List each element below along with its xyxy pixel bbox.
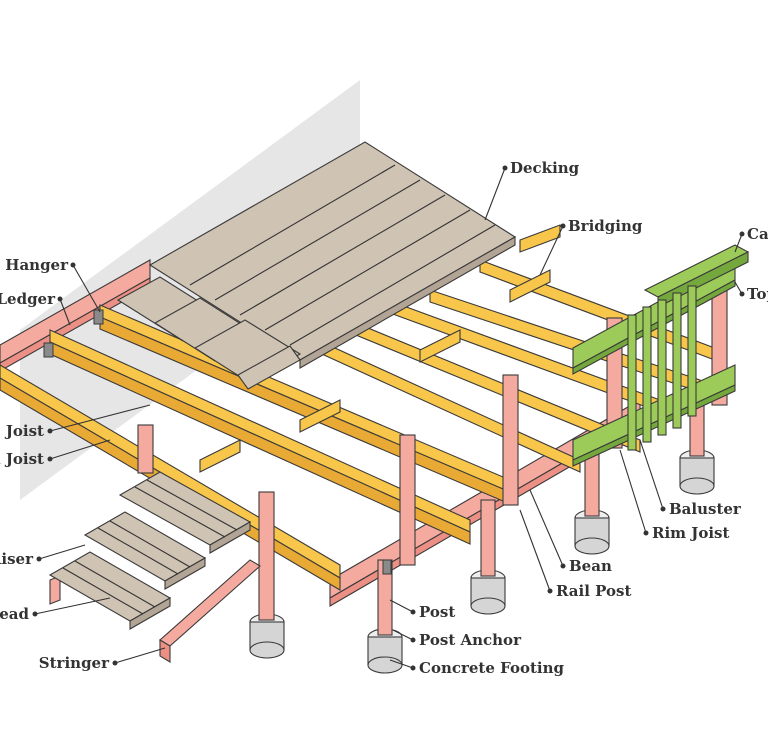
leader-lines bbox=[34, 167, 743, 669]
stairs bbox=[48, 471, 261, 663]
post-1 bbox=[249, 491, 285, 659]
baluster-3 bbox=[657, 299, 667, 436]
baluster-1 bbox=[627, 314, 637, 451]
label-bridging: Bridging bbox=[568, 217, 643, 235]
label-concrete-footing: Concrete Footing bbox=[419, 659, 564, 677]
label-tread: Tread bbox=[0, 605, 30, 623]
railing bbox=[572, 244, 750, 467]
label-post: Post bbox=[419, 603, 455, 621]
rail-post-1 bbox=[137, 424, 154, 474]
label-post-anchor: Post Anchor bbox=[419, 631, 522, 649]
post-3 bbox=[470, 499, 506, 615]
baluster-5 bbox=[687, 285, 697, 417]
joist-hanger-1 bbox=[93, 309, 104, 325]
decking-boards bbox=[116, 141, 517, 390]
label-stringer: Stringer bbox=[39, 654, 110, 672]
label-top: Top bbox=[747, 285, 768, 303]
label-bean: Bean bbox=[569, 557, 612, 575]
bridging bbox=[199, 224, 561, 473]
joist-hanger-2 bbox=[43, 342, 54, 358]
leader-dots bbox=[32, 165, 745, 671]
label-rim-joist-right: Rim Joist bbox=[652, 524, 730, 542]
baluster-2 bbox=[642, 306, 652, 443]
label-decking: Decking bbox=[510, 159, 580, 177]
label-baluster: Baluster bbox=[669, 500, 742, 518]
rail-post-3 bbox=[502, 374, 519, 506]
label-riser: Riser bbox=[0, 550, 34, 568]
label-rim-joist-left: n Joist bbox=[0, 450, 44, 468]
label-cap: Cap bbox=[747, 225, 768, 243]
label-rail-post: Rail Post bbox=[556, 582, 631, 600]
post-2 bbox=[367, 559, 403, 674]
rail-post-2 bbox=[399, 434, 416, 566]
post-4 bbox=[574, 449, 610, 555]
baluster-4 bbox=[672, 292, 682, 429]
label-joist-hanger: st Hanger bbox=[0, 256, 69, 274]
label-joist: Joist bbox=[4, 422, 44, 440]
label-ledger: Ledger bbox=[0, 290, 56, 308]
